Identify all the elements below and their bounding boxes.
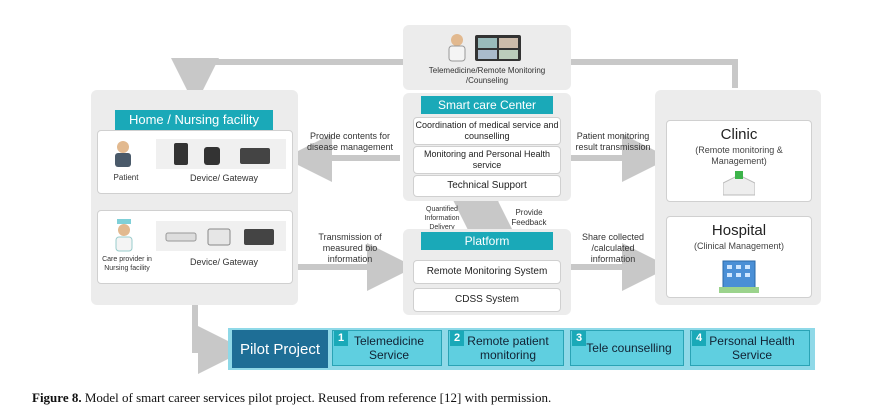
care-provider-icon — [115, 219, 133, 252]
caption-label: Figure 8. — [32, 390, 82, 405]
clinic-card: Clinic (Remote monitoring & Management) — [666, 120, 812, 202]
pilot-item-3: Tele counselling 3 — [570, 330, 686, 368]
pilot-item-1-num: 1 — [334, 331, 348, 346]
pilot-item-3-label: Tele counselling — [570, 330, 684, 366]
pilot-item-2-label: Remote patient monitoring — [448, 330, 564, 366]
care-provider-label: Care provider in Nursing facility — [102, 256, 152, 272]
hospital-sub: (Clinical Management) — [693, 241, 785, 251]
caption-text: Model of smart career services pilot pro… — [81, 390, 552, 405]
clinic-sub: (Remote monitoring & Management) — [695, 145, 783, 166]
patient-devices-icon — [156, 139, 286, 169]
technical-support-box: Technical Support — [413, 175, 561, 197]
clinic-hospital-panel: Clinic (Remote monitoring & Management) … — [655, 90, 821, 305]
share-label: Share collected /calculated information — [581, 232, 645, 264]
platform-title: Platform — [421, 232, 553, 250]
cdss-system-box: CDSS System — [413, 288, 561, 312]
figure-caption: Figure 8. Model of smart career services… — [32, 390, 872, 406]
telemedicine-card: Telemedicine/Remote Monitoring /Counseli… — [403, 25, 571, 90]
hospital-building-icon — [719, 260, 759, 293]
remote-monitoring-system-box: Remote Monitoring System — [413, 260, 561, 284]
smart-care-center-title: Smart care Center — [421, 96, 553, 114]
doctor-monitor-icon — [448, 34, 521, 62]
patient-monitoring-label: Patient monitoring result transmission — [575, 131, 651, 152]
pilot-item-4: Personal Health Service 4 — [690, 330, 812, 368]
provide-contents-label: Provide contents for disease management — [306, 131, 394, 152]
pilot-item-1-label: Telemedicine Service — [332, 330, 442, 366]
pilot-project-title: Pilot Project — [232, 330, 328, 368]
telemedicine-label: Telemedicine/Remote Monitoring /Counseli… — [428, 66, 546, 85]
feedback-label: Provide Feedback — [511, 208, 547, 227]
care-device-label: Device/ Gateway — [189, 257, 259, 267]
pilot-item-4-num: 4 — [692, 331, 706, 346]
patient-row: Patient Device/ Gateway — [97, 130, 293, 194]
transmission-label: Transmission of measured bio information — [318, 232, 382, 264]
clinic-title: Clinic — [720, 126, 758, 143]
home-nursing-panel: Home / Nursing facility Patient Device/ … — [91, 90, 298, 305]
coordination-box: Coordination of medical service and coun… — [413, 117, 561, 145]
monitoring-box: Monitoring and Personal Health service — [413, 146, 561, 174]
quantified-label: Quantified Information Delivery — [424, 206, 460, 231]
care-devices-icon — [156, 221, 286, 251]
patient-label: Patient — [113, 173, 139, 182]
pilot-bar: Pilot Project Telemedicine Service 1 Rem… — [228, 328, 815, 370]
pilot-item-2-num: 2 — [450, 331, 464, 346]
pilot-item-2: Remote patient monitoring 2 — [448, 330, 566, 368]
patient-device-label: Device/ Gateway — [189, 173, 259, 183]
hospital-title: Hospital — [711, 222, 767, 239]
hospital-card: Hospital (Clinical Management) — [666, 216, 812, 298]
pilot-item-1: Telemedicine Service 1 — [332, 330, 444, 368]
smart-care-center-panel: Smart care Center Coordination of medica… — [403, 93, 571, 201]
pilot-item-3-num: 3 — [572, 331, 586, 346]
clinic-building-icon — [723, 171, 755, 196]
platform-panel: Platform Remote Monitoring System CDSS S… — [403, 229, 571, 315]
home-nursing-title: Home / Nursing facility — [115, 110, 273, 130]
care-provider-row: Care provider in Nursing facility Device… — [97, 210, 293, 284]
patient-icon — [115, 141, 131, 167]
pilot-item-4-label: Personal Health Service — [690, 330, 810, 366]
